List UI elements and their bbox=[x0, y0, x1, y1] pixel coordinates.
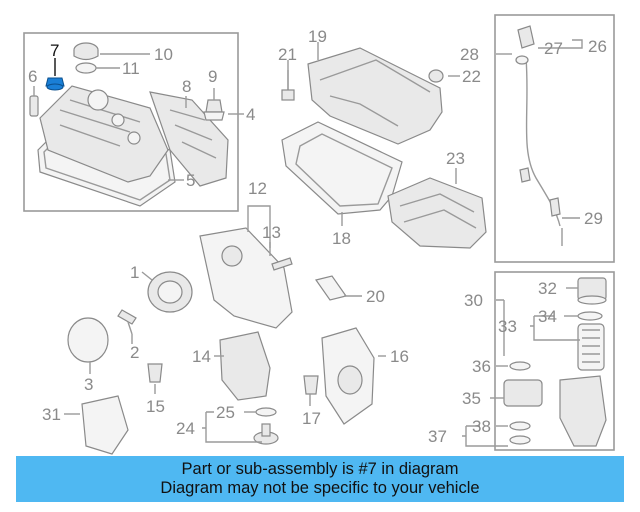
callout-6[interactable]: 6 bbox=[28, 67, 37, 86]
callout-15[interactable]: 15 bbox=[146, 397, 165, 416]
filter-o-ring bbox=[577, 311, 603, 321]
oil-pressure-switch bbox=[428, 69, 444, 83]
oil-pump-cover bbox=[81, 395, 129, 455]
callout-27[interactable]: 27 bbox=[544, 39, 563, 58]
o-ring-25 bbox=[255, 407, 277, 417]
callout-38[interactable]: 38 bbox=[472, 417, 491, 436]
oil-filter-group-box bbox=[494, 271, 615, 451]
cooler-seal-37 bbox=[509, 435, 531, 445]
filter-cap bbox=[577, 277, 607, 305]
callout-3[interactable]: 3 bbox=[84, 375, 93, 394]
filler-cap-seal bbox=[75, 62, 97, 74]
lower-oil-pan bbox=[387, 177, 487, 249]
callout-14[interactable]: 14 bbox=[192, 347, 211, 366]
valve-cover bbox=[39, 85, 169, 183]
callout-13[interactable]: 13 bbox=[262, 223, 281, 242]
pulley-bolt bbox=[117, 309, 137, 325]
callout-5[interactable]: 5 bbox=[186, 171, 195, 190]
cover-bracket bbox=[149, 91, 229, 187]
crank-pulley bbox=[147, 271, 193, 313]
lower-timing-cover bbox=[219, 331, 271, 401]
callout-35[interactable]: 35 bbox=[462, 389, 481, 408]
banner-line-part: Part or sub-assembly is #7 in diagram bbox=[181, 460, 459, 478]
banner-line-disclaimer: Diagram may not be specific to your vehi… bbox=[160, 479, 480, 497]
callout-34[interactable]: 34 bbox=[538, 307, 557, 326]
callout-11[interactable]: 11 bbox=[122, 59, 140, 78]
callout-16[interactable]: 16 bbox=[390, 347, 409, 366]
callout-37[interactable]: 37 bbox=[428, 427, 447, 446]
oil-filler-cap bbox=[73, 42, 99, 61]
upper-oil-pan bbox=[307, 47, 443, 145]
cooler-seal-38 bbox=[509, 421, 531, 431]
callout-4[interactable]: 4 bbox=[246, 105, 255, 124]
callout-25[interactable]: 25 bbox=[216, 403, 235, 422]
oil-cooler bbox=[503, 379, 543, 407]
callout-33[interactable]: 33 bbox=[498, 317, 517, 336]
breather-valve bbox=[29, 95, 39, 117]
callout-32[interactable]: 32 bbox=[538, 279, 557, 298]
callout-22[interactable]: 22 bbox=[462, 67, 481, 86]
sensor-24 bbox=[253, 423, 279, 445]
callout-36[interactable]: 36 bbox=[472, 357, 491, 376]
dipstick bbox=[515, 25, 563, 246]
callout-8[interactable]: 8 bbox=[182, 77, 191, 96]
callout-12[interactable]: 12 bbox=[248, 179, 267, 198]
callout-19[interactable]: 19 bbox=[308, 27, 327, 46]
drain-plug bbox=[281, 70, 295, 101]
callout-1[interactable]: 1 bbox=[130, 263, 139, 282]
callout-10[interactable]: 10 bbox=[154, 45, 173, 64]
callout-24[interactable]: 24 bbox=[176, 419, 195, 438]
dipstick-group-box bbox=[494, 14, 615, 263]
callout-26[interactable]: 26 bbox=[588, 37, 607, 56]
callout-17[interactable]: 17 bbox=[302, 409, 321, 428]
callout-18[interactable]: 18 bbox=[332, 229, 351, 248]
valve-cover-group-box bbox=[23, 32, 239, 212]
rear-seal-cover bbox=[321, 327, 375, 425]
cap-nut-part-7[interactable] bbox=[45, 58, 65, 91]
oil-pan-gasket bbox=[281, 121, 403, 215]
bolt-15 bbox=[147, 363, 163, 383]
callout-28[interactable]: 28 bbox=[460, 45, 479, 64]
callout-21[interactable]: 21 bbox=[278, 45, 297, 64]
callout-7[interactable]: 7 bbox=[50, 41, 59, 60]
callout-2[interactable]: 2 bbox=[130, 343, 139, 362]
pcv-valve bbox=[203, 99, 225, 121]
callout-23[interactable]: 23 bbox=[446, 149, 465, 168]
callout-9[interactable]: 9 bbox=[208, 67, 217, 86]
callout-20[interactable]: 20 bbox=[366, 287, 385, 306]
front-seal bbox=[67, 317, 109, 363]
callout-31[interactable]: 31 bbox=[42, 405, 61, 424]
filter-housing bbox=[559, 375, 607, 447]
filter-element bbox=[577, 323, 605, 371]
callout-29[interactable]: 29 bbox=[584, 209, 603, 228]
bolt-17 bbox=[303, 375, 319, 395]
bracket-13 bbox=[271, 257, 293, 271]
callout-30[interactable]: 30 bbox=[464, 291, 483, 310]
timing-cover bbox=[199, 227, 293, 329]
cooler-seal-36 bbox=[509, 361, 531, 371]
info-banner: Part or sub-assembly is #7 in diagram Di… bbox=[16, 456, 624, 502]
gasket-plate bbox=[315, 275, 347, 301]
